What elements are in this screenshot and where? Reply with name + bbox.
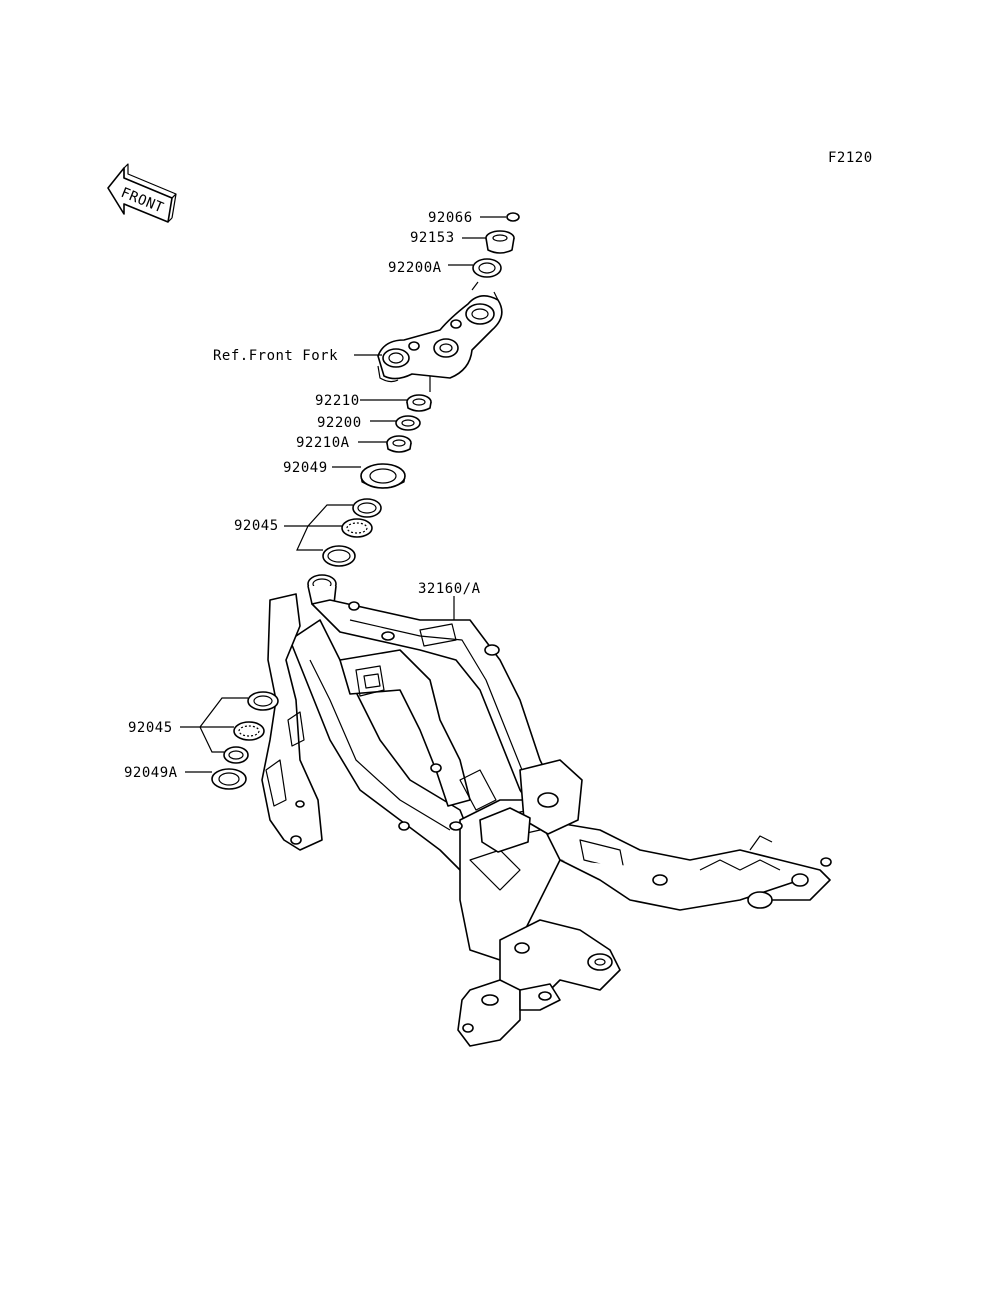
leader-92045-upper — [284, 504, 353, 551]
callout-92200A: 92200A — [388, 260, 442, 276]
part-92153-stem-nut — [485, 230, 515, 254]
front-direction-arrow-icon: FRONT — [107, 163, 177, 223]
part-92210-locknut — [406, 394, 432, 412]
callout-ref-front-fork: Ref.Front Fork — [213, 348, 338, 364]
leader-92045-lower — [180, 697, 248, 753]
part-92066-cap — [506, 212, 520, 222]
callout-92045-lower: 92045 — [128, 720, 173, 736]
callout-92049A: 92049A — [124, 765, 178, 781]
part-92049A-seal — [211, 768, 247, 790]
callout-92045-upper: 92045 — [234, 518, 279, 534]
callout-92049: 92049 — [283, 460, 328, 476]
main-frame-32160 — [261, 574, 832, 1047]
part-92045-upper-bearing — [322, 498, 382, 567]
part-92210A-locknut — [386, 435, 412, 453]
part-92045-lower-bearing — [223, 691, 279, 764]
callout-32160: 32160/A — [418, 581, 481, 597]
upper-triple-clamp — [377, 281, 503, 383]
part-92049-seal — [360, 463, 406, 489]
callout-92210: 92210 — [315, 393, 360, 409]
diagram-code: F2120 — [828, 150, 873, 166]
callout-92066: 92066 — [428, 210, 473, 226]
part-92200-washer — [395, 415, 421, 431]
callout-92153: 92153 — [410, 230, 455, 246]
part-92200A-washer — [472, 258, 502, 278]
callout-92200: 92200 — [317, 415, 362, 431]
callout-92210A: 92210A — [296, 435, 350, 451]
